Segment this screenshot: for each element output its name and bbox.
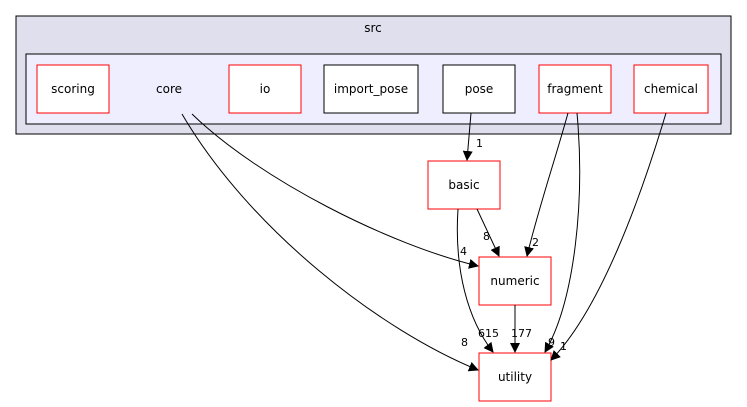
node-scoring-label: scoring <box>51 82 95 96</box>
edge-label-pose-basic[interactable]: 1 <box>476 137 483 150</box>
node-utility-label: utility <box>498 370 532 384</box>
edge-label-core-numeric[interactable]: 4 <box>460 245 467 258</box>
node-fragment-label: fragment <box>547 82 603 96</box>
edge-chemical-utility <box>550 112 667 361</box>
node-fragment[interactable]: fragment <box>538 64 612 114</box>
edge-fragment-numeric <box>524 112 569 257</box>
node-import-pose-label: import_pose <box>334 82 408 96</box>
node-numeric-label: numeric <box>490 274 539 288</box>
cluster-core-label[interactable]: core <box>156 82 182 96</box>
node-io-label: io <box>260 82 271 96</box>
edge-label-basic-numeric[interactable]: 8 <box>483 230 490 243</box>
edge-basic-numeric <box>476 208 500 257</box>
edge-label-fragment-numeric[interactable]: 2 <box>532 236 539 249</box>
node-io[interactable]: io <box>228 64 302 114</box>
edge-core-numeric <box>191 113 479 269</box>
node-numeric[interactable]: numeric <box>478 256 552 306</box>
node-chemical-label: chemical <box>644 82 698 96</box>
cluster-src-label: src <box>364 21 382 35</box>
node-chemical[interactable]: chemical <box>633 64 709 114</box>
node-pose-label: pose <box>465 82 494 96</box>
edge-pose-basic <box>462 112 473 161</box>
edge-label-basic-utility[interactable]: 615 <box>478 327 499 340</box>
edge-fragment-utility <box>544 112 581 353</box>
node-scoring[interactable]: scoring <box>36 64 110 114</box>
edge-label-numeric-utility[interactable]: 177 <box>511 327 532 340</box>
edge-label-fragment-utility[interactable]: 9 <box>548 336 555 349</box>
node-pose[interactable]: pose <box>442 64 516 114</box>
edge-label-chemical-utility[interactable]: 1 <box>560 340 567 353</box>
node-import-pose[interactable]: import_pose <box>323 64 419 114</box>
node-basic[interactable]: basic <box>427 160 501 210</box>
node-utility[interactable]: utility <box>478 352 552 402</box>
edge-label-core-utility[interactable]: 8 <box>461 336 468 349</box>
edge-core-utility <box>181 113 479 372</box>
node-basic-label: basic <box>448 178 479 192</box>
edge-basic-utility <box>456 208 494 353</box>
